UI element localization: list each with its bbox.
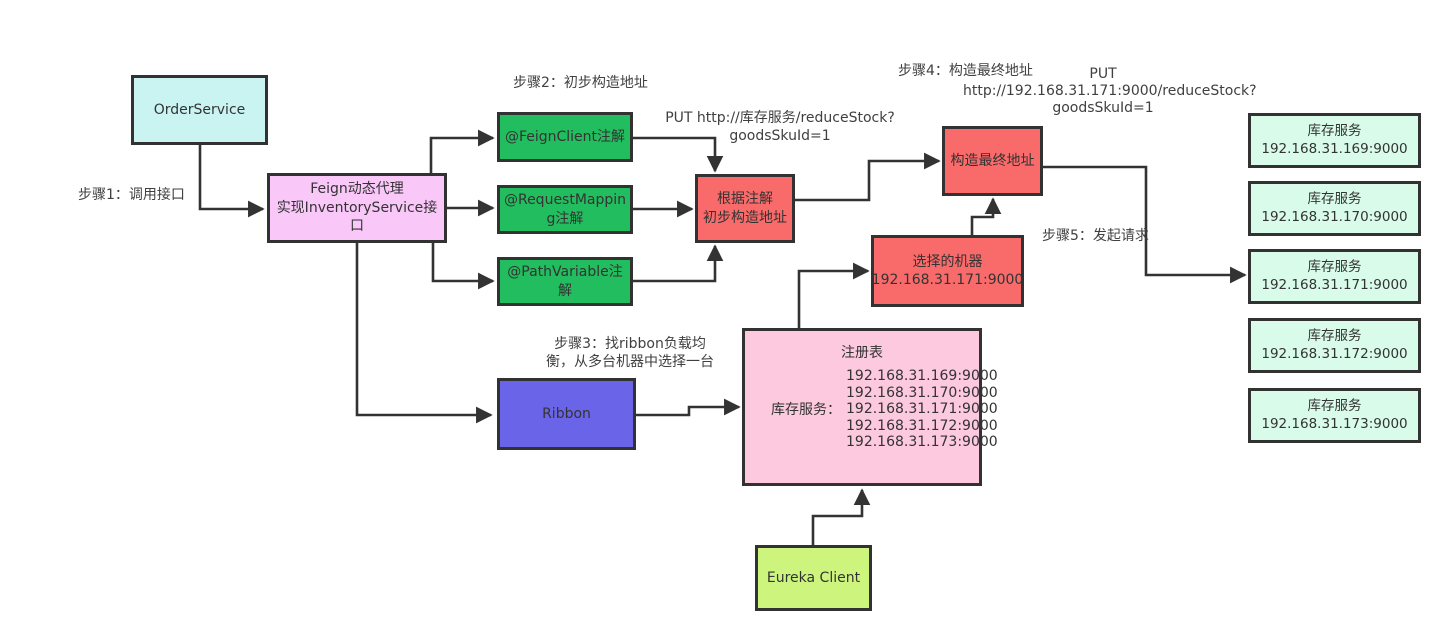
feign-proxy-node: Feign动态代理 实现InventoryService接口 — [267, 173, 447, 243]
arrow-registry-to-selected — [797, 262, 870, 328]
inventory-service-name: 库存服务 — [1307, 397, 1362, 414]
arrow-feign-to-feignclient — [429, 129, 495, 173]
arrow-selected-to-final — [970, 197, 1002, 235]
build-preliminary-address-node: 根据注解 初步构造地址 — [695, 174, 795, 243]
registry-node: 注册表 库存服务： 192.168.31.169:9000 192.168.31… — [742, 328, 998, 486]
eureka-client-node: Eureka Client — [755, 545, 872, 611]
final-url-label: PUT http://192.168.31.171:9000/reduceSto… — [963, 66, 1257, 116]
registry-ip-item: 192.168.31.170:9000 — [846, 384, 998, 401]
registry-ip-item: 192.168.31.171:9000 — [846, 401, 998, 417]
registry-ip-item: 192.168.31.172:9000 — [846, 417, 998, 434]
build-final-address-node: 构造最终地址 — [942, 126, 1043, 196]
preliminary-url-label: PUT http://库存服务/reduceStock? goodsSkuId=… — [665, 110, 895, 144]
inventory-service-name: 库存服务 — [1307, 190, 1362, 207]
registry-service-label: 库存服务： — [771, 402, 841, 419]
arrow-feign-to-ribbon — [355, 242, 493, 424]
step3-label: 步骤3：找ribbon负载均 衡，从多台机器中选择一台 — [546, 336, 714, 371]
path-variable-annotation-node: @PathVariable注解 — [497, 257, 633, 306]
inventory-service-ip: 192.168.31.171:9000 — [1261, 276, 1408, 293]
inventory-service-ip: 192.168.31.173:9000 — [1261, 415, 1408, 432]
step5-label: 步骤5：发起请求 — [1042, 228, 1149, 244]
inventory-service-name: 库存服务 — [1307, 122, 1362, 139]
order-service-node: OrderService — [131, 75, 268, 145]
registry-ip-item: 192.168.31.169:9000 — [846, 368, 998, 384]
step2-label: 步骤2：初步构造地址 — [513, 75, 648, 91]
arrow-feign-to-pathvariable — [431, 242, 495, 290]
registry-body: 库存服务： 192.168.31.169:9000 192.168.31.170… — [745, 368, 998, 451]
step1-label: 步骤1：调用接口 — [78, 187, 185, 203]
registry-title: 注册表 — [841, 345, 883, 361]
ribbon-node: Ribbon — [497, 378, 636, 450]
arrow-ribbon-to-registry — [636, 398, 741, 417]
inventory-service-ip: 192.168.31.169:9000 — [1261, 140, 1408, 157]
arrow-order-to-feign — [198, 145, 265, 218]
inventory-service-name: 库存服务 — [1307, 258, 1362, 275]
arrow-final-to-inventory — [1043, 165, 1247, 284]
selected-machine-node: 选择的机器 192.168.31.171:9000 — [871, 235, 1024, 307]
registry-ip-list: 192.168.31.169:9000 192.168.31.170:9000 … — [846, 368, 998, 451]
registry-ip-item: 192.168.31.173:9000 — [846, 434, 998, 450]
inventory-service-ip: 192.168.31.170:9000 — [1261, 208, 1408, 225]
request-mapping-annotation-node: @RequestMapping注解 — [497, 185, 633, 234]
feign-client-annotation-node: @FeignClient注解 — [497, 112, 633, 162]
inventory-service-name: 库存服务 — [1307, 327, 1362, 344]
arrow-eureka-to-registry — [811, 488, 871, 545]
inventory-service-ip: 192.168.31.172:9000 — [1261, 345, 1408, 362]
step4-label: 步骤4：构造最终地址 — [898, 63, 1033, 79]
arrow-pathvariable-to-preliminary — [633, 244, 724, 283]
arrow-preliminary-to-final — [795, 152, 941, 202]
